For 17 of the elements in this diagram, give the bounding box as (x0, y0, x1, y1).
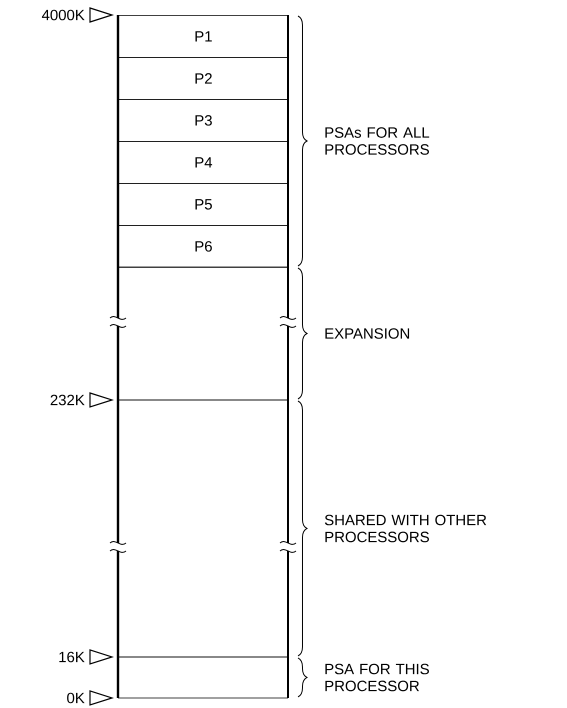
memory-block: P6 (116, 225, 289, 268)
memory-region (110, 266, 296, 400)
memory-region (116, 656, 289, 698)
region-label: PSAs FOR ALL PROCESSORS (325, 127, 430, 155)
memory-block: P4 (116, 141, 289, 184)
memory-region (110, 400, 296, 658)
region-label: EXPANSION (325, 328, 410, 339)
memory-block: P1 (116, 15, 289, 58)
address-label: 232K (50, 394, 85, 406)
address-label: 0K (67, 692, 85, 704)
address-label: 4000K (42, 10, 85, 20)
memory-block: P3 (116, 99, 289, 142)
region-label: PSA FOR THIS PROCESSOR (325, 664, 429, 692)
region-label: SHARED WITH OTHER PROCESSORS (324, 514, 486, 542)
memory-block: P2 (116, 57, 289, 100)
memory-block: P5 (116, 183, 289, 226)
address-label: 16K (59, 652, 85, 662)
